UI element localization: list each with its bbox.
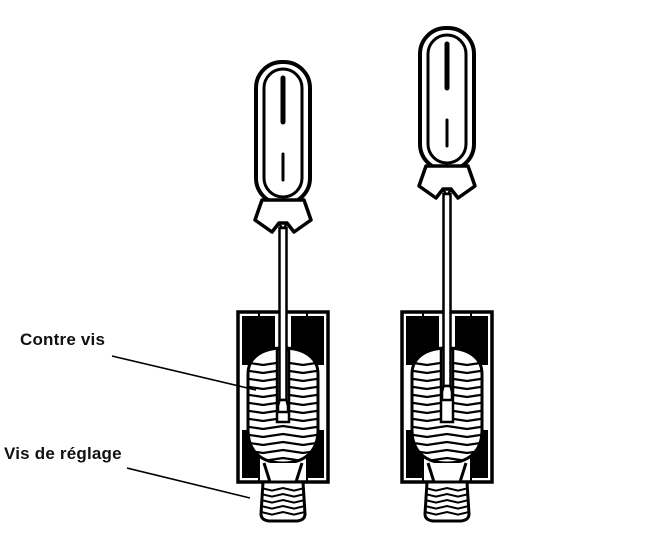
leader-line-vis-de-reglage xyxy=(126,467,251,499)
screwdriver-handle-left xyxy=(255,62,311,232)
screwdriver-handle-right xyxy=(419,28,475,198)
screwdriver-blade-right xyxy=(440,384,454,402)
screwdriver-shaft-right xyxy=(442,192,452,388)
screwdriver-shaft-left xyxy=(278,226,288,402)
leader-line-contre-vis xyxy=(111,355,257,391)
screwdriver-blade-left xyxy=(276,398,290,414)
label-vis-de-reglage: Vis de réglage xyxy=(4,444,122,463)
screwdriver-right xyxy=(419,28,475,402)
screwdriver-left xyxy=(255,62,311,414)
label-contre-vis: Contre vis xyxy=(20,330,106,349)
